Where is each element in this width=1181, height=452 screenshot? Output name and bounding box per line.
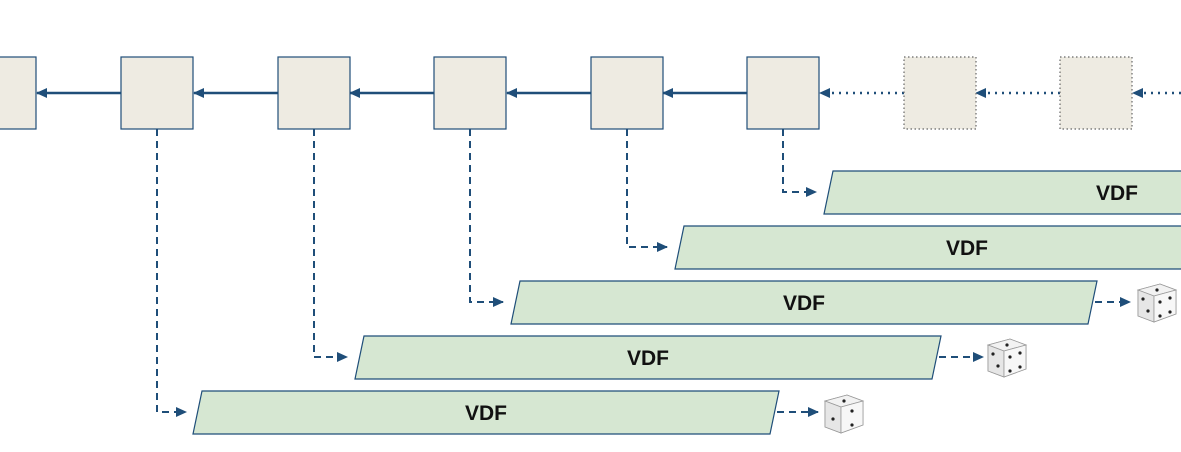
dice-icon [1136,283,1178,323]
vdf-connector-arrow [156,129,187,417]
vdf-bar: VDF [823,170,1181,215]
vdf-bar: VDF [192,390,780,435]
vdf-connector-arrow [626,129,668,252]
block [746,56,820,130]
vdf-label: VDF [946,237,988,260]
vdf-label: VDF [627,347,669,370]
dice-icon [986,338,1028,378]
block [277,56,351,130]
block [120,56,194,130]
vdf-connector-arrow [469,129,504,307]
block [0,56,37,130]
vdf-bar: VDF [674,225,1181,270]
block [590,56,664,130]
dice-icon [823,394,865,434]
vdf-label: VDF [783,292,825,315]
vdf-connector-arrow [313,129,348,362]
vdf-label: VDF [465,402,507,425]
vdf-connector-arrow [782,129,817,197]
chain-blocks [0,56,1133,130]
output-arrows [777,297,1131,417]
vdf-connectors [156,129,817,417]
block [433,56,507,130]
vdf-label: VDF [1096,182,1138,205]
pending-block [903,56,977,130]
vdf-bar: VDF [354,335,942,380]
vdf-bars: VDF VDF VDF VDF VDF [192,170,1181,435]
pending-block [1059,56,1133,130]
vdf-bar: VDF [510,280,1098,325]
